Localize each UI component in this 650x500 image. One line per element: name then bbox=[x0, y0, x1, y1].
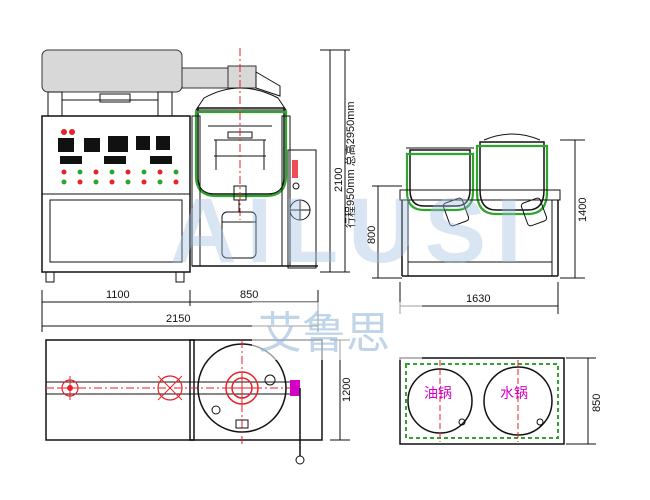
cabinet-door bbox=[49, 199, 183, 263]
flange-mid bbox=[157, 375, 183, 401]
side-view: 800 1400 1630 bbox=[366, 133, 589, 314]
lift-column-left bbox=[47, 91, 63, 117]
watermark-chinese: 艾鲁思 bbox=[258, 308, 390, 359]
display-5 bbox=[156, 136, 170, 150]
label-oil-pot: 油锅 bbox=[424, 386, 452, 402]
control-panel bbox=[58, 129, 179, 185]
emulsifying-vessel bbox=[194, 87, 288, 201]
dim-width-left: 1100 bbox=[106, 289, 130, 301]
front-view: 1100 850 2150 2100 行程950mm 总高2950mm bbox=[41, 48, 357, 332]
oil-pot-side bbox=[409, 149, 471, 207]
watermark-latin: AILUSI bbox=[170, 180, 532, 282]
valve-lever bbox=[290, 380, 300, 396]
label-water-pot: 水锅 bbox=[500, 386, 528, 402]
dim-total-width: 2150 bbox=[166, 313, 190, 325]
top-cabinet-outline bbox=[45, 339, 195, 441]
lift-beam bbox=[41, 49, 183, 93]
dim-side-width: 1630 bbox=[466, 293, 490, 305]
display-3 bbox=[108, 136, 128, 152]
side-stand bbox=[287, 149, 317, 269]
motor bbox=[181, 67, 231, 89]
vessel-jacket bbox=[194, 110, 288, 198]
dim-width-right: 850 bbox=[240, 289, 258, 301]
water-pot-side bbox=[479, 141, 545, 211]
dim-height-lower: 800 bbox=[366, 226, 378, 244]
display-4 bbox=[136, 136, 150, 150]
dim-stroke-note: 行程950mm 总高2950mm bbox=[343, 101, 357, 228]
display-1 bbox=[58, 138, 74, 152]
lift-column-right bbox=[157, 91, 173, 117]
pot-top-view: 油锅 水锅 850 bbox=[399, 357, 603, 445]
pot-frame-inner bbox=[405, 363, 559, 439]
dim-pot-depth: 850 bbox=[591, 394, 603, 412]
dim-height-upper: 1400 bbox=[577, 198, 589, 222]
watermark: AILUSI 艾鲁思 bbox=[170, 180, 532, 360]
display-2 bbox=[84, 138, 100, 152]
pot-frame-outer bbox=[399, 357, 565, 445]
dim-top-depth: 1200 bbox=[341, 378, 353, 402]
dim-height-total: 2100 bbox=[333, 168, 345, 192]
